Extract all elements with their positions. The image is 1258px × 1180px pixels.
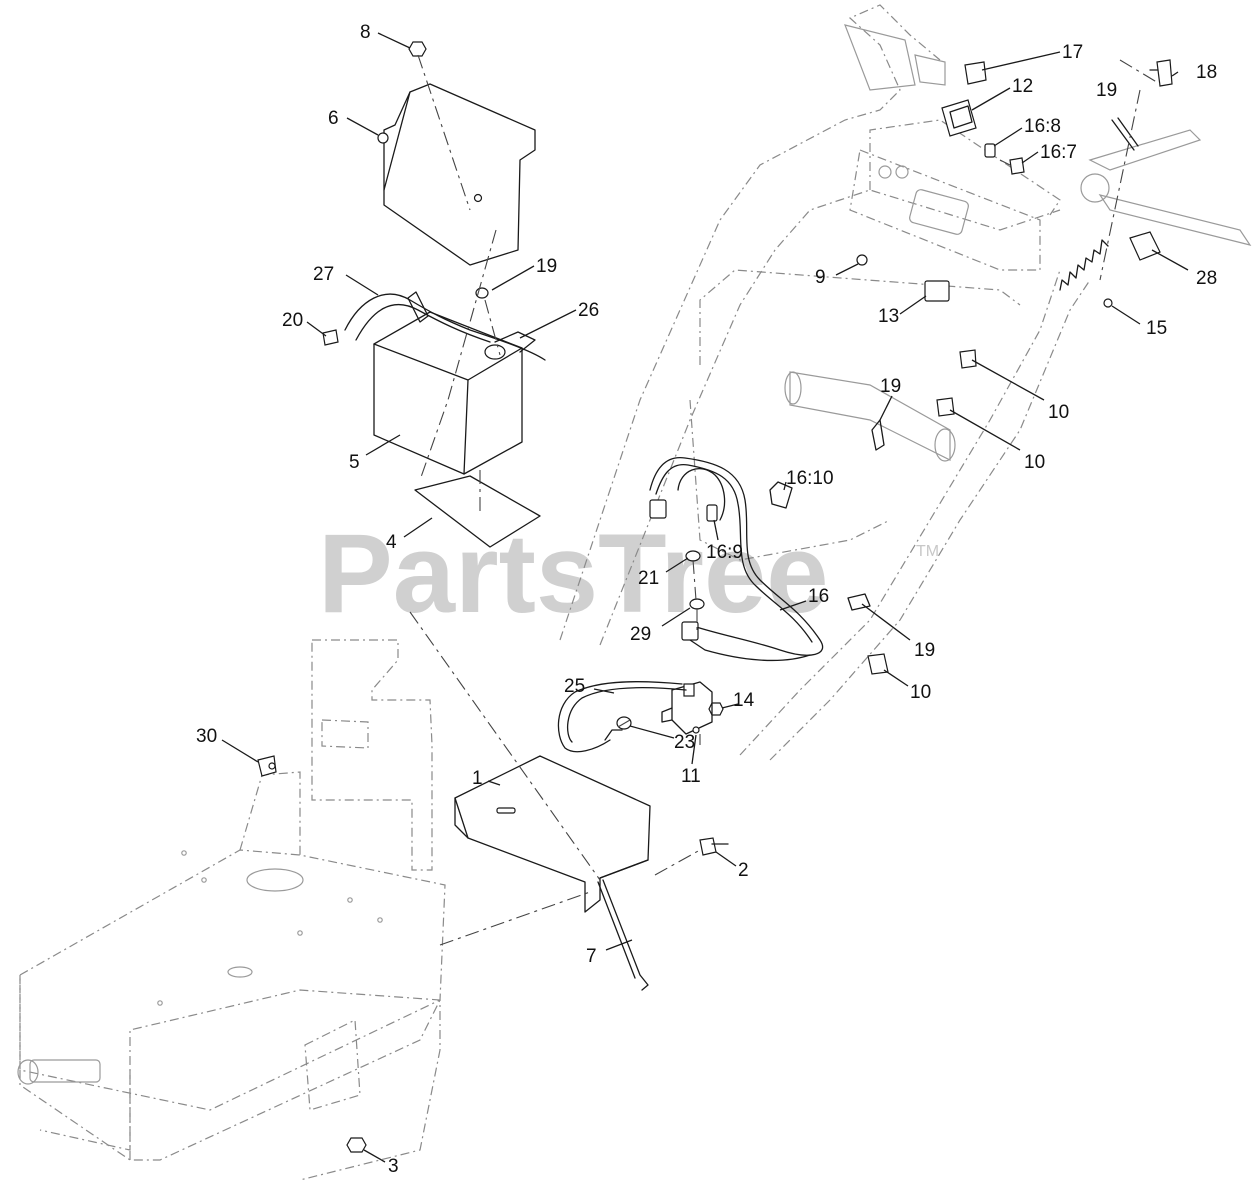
callout-16: 16 — [808, 586, 829, 607]
callout-13: 13 — [878, 306, 899, 327]
hardware — [322, 41, 1113, 1153]
callout-25: 25 — [564, 676, 585, 697]
callouts: 8 6 27 19 20 26 5 4 17 12 18 19 16:8 16:… — [196, 22, 1217, 1177]
callout-16-8: 16:8 — [1024, 116, 1061, 137]
solenoid — [661, 681, 713, 735]
callout-21: 20 — [282, 310, 303, 331]
callout-10-b: 10 — [1024, 452, 1045, 473]
callout-29: 29 — [630, 624, 651, 645]
callout-26: 26 — [578, 300, 599, 321]
callout-19-top: 19 — [1096, 80, 1117, 101]
callout-6: 6 — [328, 108, 339, 129]
battery-cables — [344, 291, 546, 361]
callout-28: 28 — [1196, 268, 1217, 289]
callout-20: 19 — [536, 256, 557, 277]
battery-pad — [414, 475, 541, 548]
watermark-text: PartsTree — [318, 511, 829, 636]
callout-7: 7 — [586, 946, 597, 967]
callout-1: 1 — [472, 768, 483, 789]
switch-parts — [257, 59, 1173, 777]
callout-3: 3 — [388, 1156, 399, 1177]
battery-tray — [454, 755, 651, 913]
callout-16-9: 16:9 — [706, 542, 743, 563]
callout-11: 11 — [681, 766, 701, 787]
handle-frame-ghost — [559, 4, 1252, 761]
callout-16-7: 16:7 — [1040, 142, 1077, 163]
hold-down-rod — [597, 879, 649, 991]
chassis-ghost — [17, 639, 446, 1180]
callout-9: 9 — [815, 267, 826, 288]
callout-27: 27 — [313, 264, 334, 285]
callout-19-mid: 19 — [880, 376, 901, 397]
watermark-tm: TM — [916, 543, 939, 560]
callout-23: 23 — [674, 732, 695, 753]
assembly-lines — [409, 54, 1161, 946]
callout-15: 15 — [1146, 318, 1167, 339]
callout-4: 4 — [386, 532, 397, 553]
callout-18: 18 — [1196, 62, 1217, 83]
battery — [373, 311, 523, 475]
callout-17: 17 — [1062, 42, 1083, 63]
callout-8: 8 — [360, 22, 371, 43]
leader-lines — [221, 32, 1189, 1163]
callout-5: 5 — [349, 452, 360, 473]
callout-12: 12 — [1012, 76, 1033, 97]
wire-harness — [649, 457, 824, 662]
callout-14: 14 — [733, 690, 755, 711]
solenoid-cable — [557, 680, 687, 753]
callout-10-c: 10 — [910, 682, 931, 703]
watermark: PartsTree TM — [318, 511, 939, 636]
callout-22: 21 — [638, 568, 659, 589]
callout-10-a: 10 — [1048, 402, 1069, 423]
battery-cover — [377, 83, 536, 266]
callout-16-10: 16:10 — [786, 468, 834, 489]
callout-30: 30 — [196, 726, 217, 747]
callout-2: 2 — [738, 860, 749, 881]
callout-19-low: 19 — [914, 640, 935, 661]
